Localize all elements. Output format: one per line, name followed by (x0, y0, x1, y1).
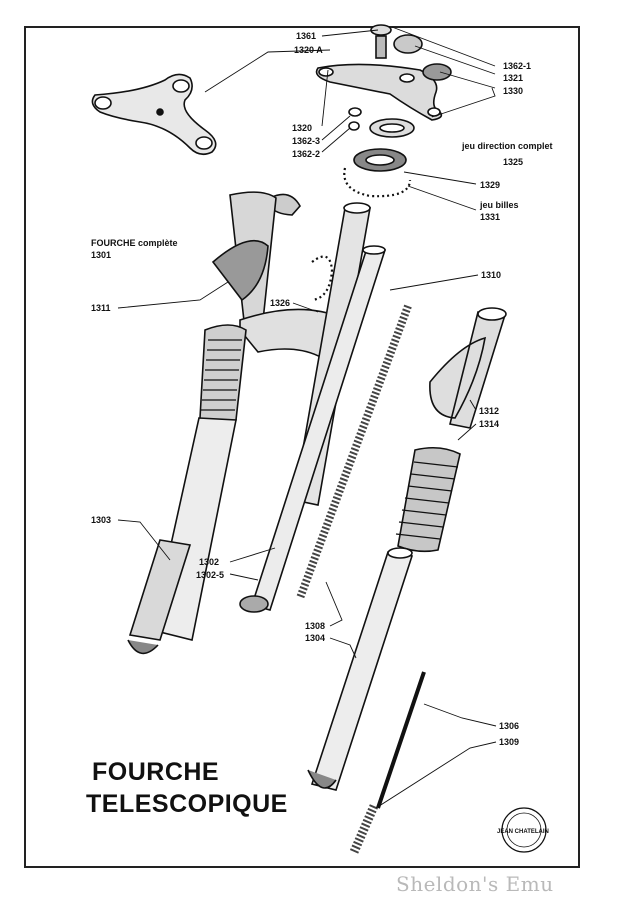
label-1321: 1321 (503, 73, 524, 83)
label-1312: 1312 (479, 406, 500, 416)
label-1314: 1314 (479, 419, 500, 429)
label-1362-1: 1362-1 (503, 61, 532, 71)
label-1329: 1329 (480, 180, 501, 190)
label-1361: 1361 (296, 31, 317, 41)
balls-set-number: 1331 (480, 212, 501, 222)
label-1302-5: 1302-5 (196, 570, 225, 580)
steering-head-parts (315, 24, 452, 172)
label-1303: 1303 (91, 515, 112, 525)
label-1320: 1320 (292, 123, 313, 133)
title-line2: TELESCOPIQUE (86, 790, 288, 818)
assembled-fork (127, 191, 344, 655)
label-1320a: 1320 A (294, 45, 323, 55)
ball-race-dots (311, 167, 412, 302)
subtitle-line1: FOURCHE complète (91, 238, 178, 248)
label-1330: 1330 (503, 86, 524, 96)
label-1362-3: 1362-3 (292, 136, 321, 146)
small-spring-1309 (349, 804, 379, 854)
title-line1: FOURCHE (92, 758, 220, 786)
damper-rod-1306 (376, 671, 426, 809)
maker-stamp (501, 807, 547, 853)
label-1306: 1306 (499, 721, 520, 731)
diagram-frame (24, 26, 580, 868)
direction-set-label: jeu direction complet (462, 141, 553, 151)
label-1309: 1309 (499, 737, 520, 747)
direction-set-number: 1325 (503, 157, 524, 167)
label-1311: 1311 (91, 303, 111, 313)
watermark: Sheldon's Emu (396, 872, 554, 896)
label-1304: 1304 (305, 633, 326, 643)
subtitle-line2: 1301 (91, 250, 112, 260)
top-yoke-part-1320a (91, 73, 217, 156)
label-1362-2: 1362-2 (292, 149, 321, 159)
label-1302: 1302 (199, 557, 220, 567)
gaiter-1314 (395, 446, 461, 553)
stamp-text: JEAN CHATELAIN (497, 829, 549, 835)
fork-tubes (239, 202, 387, 613)
balls-set-label: jeu billes (480, 200, 519, 210)
label-1308: 1308 (305, 621, 326, 631)
label-1310: 1310 (481, 270, 502, 280)
label-1326: 1326 (270, 298, 291, 308)
